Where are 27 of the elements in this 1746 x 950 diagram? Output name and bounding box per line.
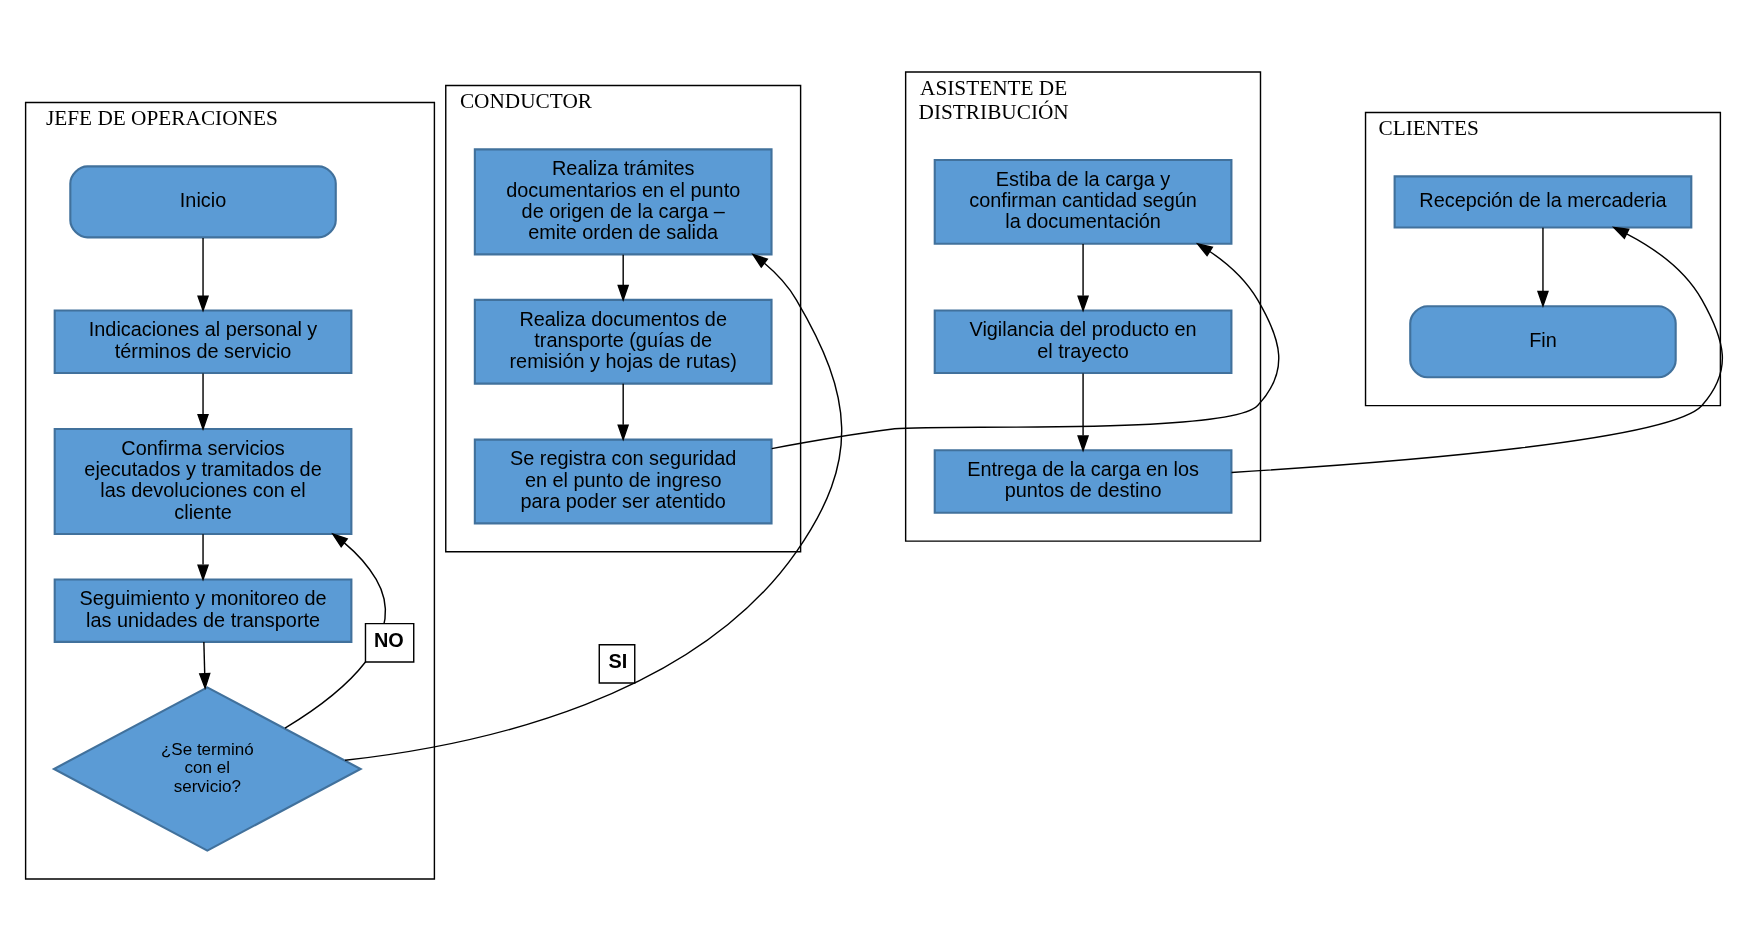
node-diamond: ¿Se terminó con el servicio? [51, 685, 363, 852]
arrow [1230, 226, 1723, 473]
node-box: Seguimiento y monitoreo de las unidades de transporte [53, 577, 353, 643]
arrow [1077, 242, 1090, 313]
arrow [197, 372, 209, 431]
node-box: Entrega de la carga en los puntos de destino [933, 448, 1233, 514]
edge-label: NO [373, 628, 404, 651]
arrow [198, 640, 211, 690]
node-box: Estiba de la carga y confirman cantidad según la documentación [933, 158, 1233, 245]
node-box: Vigilancia del producto en el trayecto [933, 308, 1233, 374]
arrow [771, 242, 1280, 449]
arrow [1077, 372, 1090, 452]
node-box: Recepción de la mercaderia [1393, 174, 1693, 229]
node-box: Inicio [69, 164, 337, 238]
arrow [617, 382, 630, 441]
arrow [197, 533, 209, 581]
node-box: Confirma servicios ejecutados y tramitados de las devoluciones con el cliente [53, 427, 353, 535]
arrow [197, 236, 209, 313]
node-box: Realiza documentos de transporte (guías de remisión y hojas de rutas) [473, 298, 773, 385]
node-box: Se registra con seguridad en el punto de ingreso para poder ser atentido [473, 438, 773, 524]
arrow [1537, 226, 1549, 308]
arrow [617, 253, 630, 302]
arrow [344, 252, 843, 761]
node-box: Realiza trámites documentarios en el punto de origen de la carga – emite orden de salida [473, 147, 773, 255]
node-box: Indicaciones al personal y términos de servicio [53, 308, 353, 374]
node-box: Fin [1409, 304, 1677, 378]
edge-label: SI [608, 649, 628, 672]
